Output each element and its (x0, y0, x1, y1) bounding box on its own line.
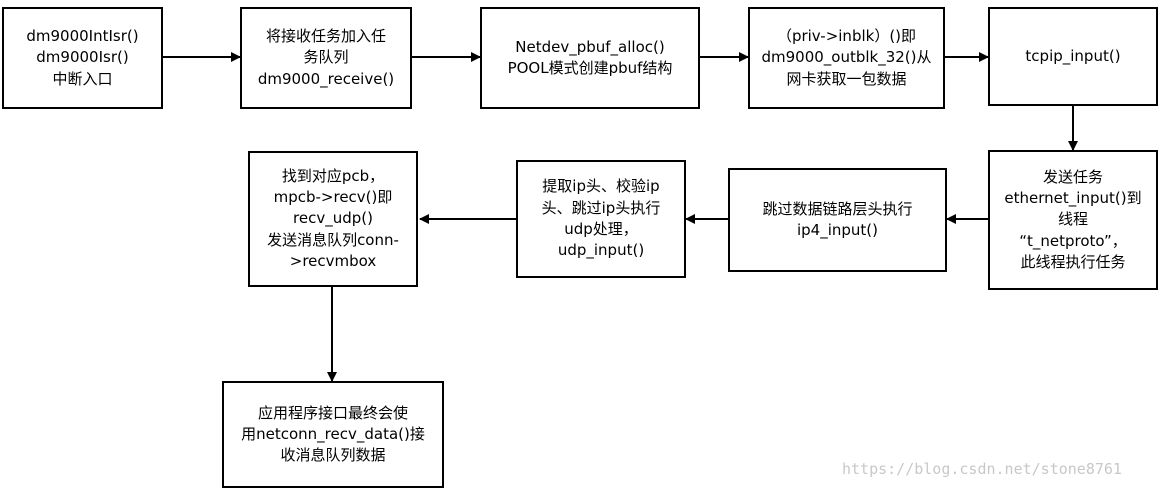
node-text: dm9000Isr() (36, 48, 129, 67)
node-pbuf-alloc: Netdev_pbuf_alloc() POOL模式创建pbuf结构 (480, 7, 700, 109)
watermark: https://blog.csdn.net/stone8761 (842, 460, 1122, 478)
node-tcpip-input: tcpip_input() (988, 7, 1158, 106)
node-text: 中断入口 (52, 69, 113, 88)
node-text: udp_input() (557, 241, 645, 260)
node-text: 找到对应pcb， (281, 166, 385, 185)
node-text: 务队列 (303, 48, 349, 67)
node-text: 用netconn_recv_data()接 (241, 424, 425, 443)
node-text: 将接收任务加入任 (265, 27, 386, 46)
node-text: dm9000_outblk_32()从 (761, 48, 932, 67)
node-netconn-recv: 应用程序接口最终会使 用netconn_recv_data()接 收消息队列数据 (222, 381, 444, 488)
node-text: 线程 (1057, 210, 1088, 229)
node-ip4-input: 跳过数据链路层头执行 ip4_input() (728, 168, 947, 272)
node-text: 发送消息队列conn- (267, 230, 399, 249)
node-udp-input: 提取ip头、校验ip 头、跳过ip头执行 udp处理， udp_input() (516, 160, 686, 278)
node-recv-udp: 找到对应pcb， mpcb->recv()即 recv_udp() 发送消息队列… (248, 151, 418, 287)
node-text: “t_netproto”， (1019, 231, 1127, 250)
node-text: 提取ip头、校验ip (542, 177, 660, 196)
node-text: Netdev_pbuf_alloc() (515, 37, 665, 56)
node-text: 跳过数据链路层头执行 (762, 199, 913, 218)
node-text: mpcb->recv()即 (273, 188, 393, 207)
node-text: 网卡获取一包数据 (786, 69, 907, 88)
node-text: ethernet_input()到 (1004, 189, 1142, 208)
node-text: tcpip_input() (1025, 46, 1121, 65)
node-interrupt-entry: dm9000IntIsr() dm9000Isr() 中断入口 (2, 7, 163, 109)
node-ethernet-input: 发送任务 ethernet_input()到 线程 “t_netproto”， … (988, 150, 1158, 290)
node-text: dm9000IntIsr() (26, 27, 139, 46)
node-text: （priv->inblk）()即 (776, 27, 917, 46)
node-text: 头、跳过ip头执行 (541, 198, 661, 217)
node-text: udp处理， (564, 220, 638, 238)
node-text: 此线程执行任务 (1020, 252, 1126, 271)
node-text: dm9000_receive() (257, 69, 395, 88)
node-get-packet: （priv->inblk）()即 dm9000_outblk_32()从 网卡获… (748, 7, 945, 109)
node-receive-task: 将接收任务加入任 务队列 dm9000_receive() (240, 7, 412, 109)
node-text: ip4_input() (796, 221, 879, 239)
node-text: recv_udp() (293, 209, 373, 228)
node-text: 发送任务 (1042, 167, 1103, 186)
node-text: POOL模式创建pbuf结构 (507, 59, 673, 77)
node-text: 收消息队列数据 (280, 446, 386, 465)
node-text: 应用程序接口最终会使 (257, 403, 408, 422)
node-text: >recvmbox (289, 251, 377, 270)
